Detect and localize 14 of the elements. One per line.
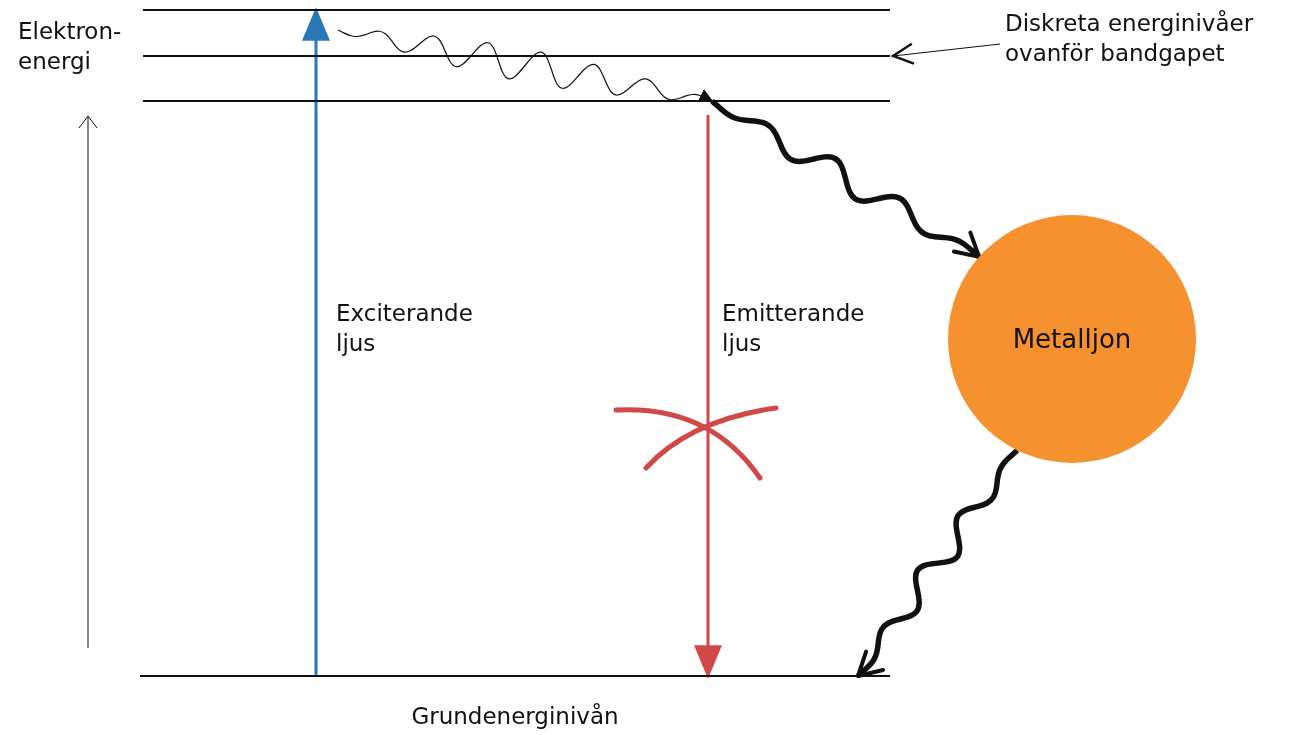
wavy-arrow: [710, 98, 982, 259]
level-caption: Grundenerginivån: [410, 702, 620, 731]
annotation-text: Diskreta energinivåer ovanför bandgapet: [1005, 9, 1255, 68]
energy-level-line: [143, 9, 890, 11]
arrow: [694, 115, 722, 679]
arrow: [302, 7, 330, 676]
energy-level-line: [140, 675, 890, 677]
wavy-arrow: [337, 29, 714, 102]
axis-label: Elektron- energi: [18, 17, 123, 76]
ion-label: Metalljon: [1012, 324, 1132, 354]
arrow: [891, 42, 1001, 65]
wavy-arrow: [856, 448, 1020, 679]
energy-level-line: [143, 55, 890, 57]
energy-level-line: [143, 100, 890, 102]
